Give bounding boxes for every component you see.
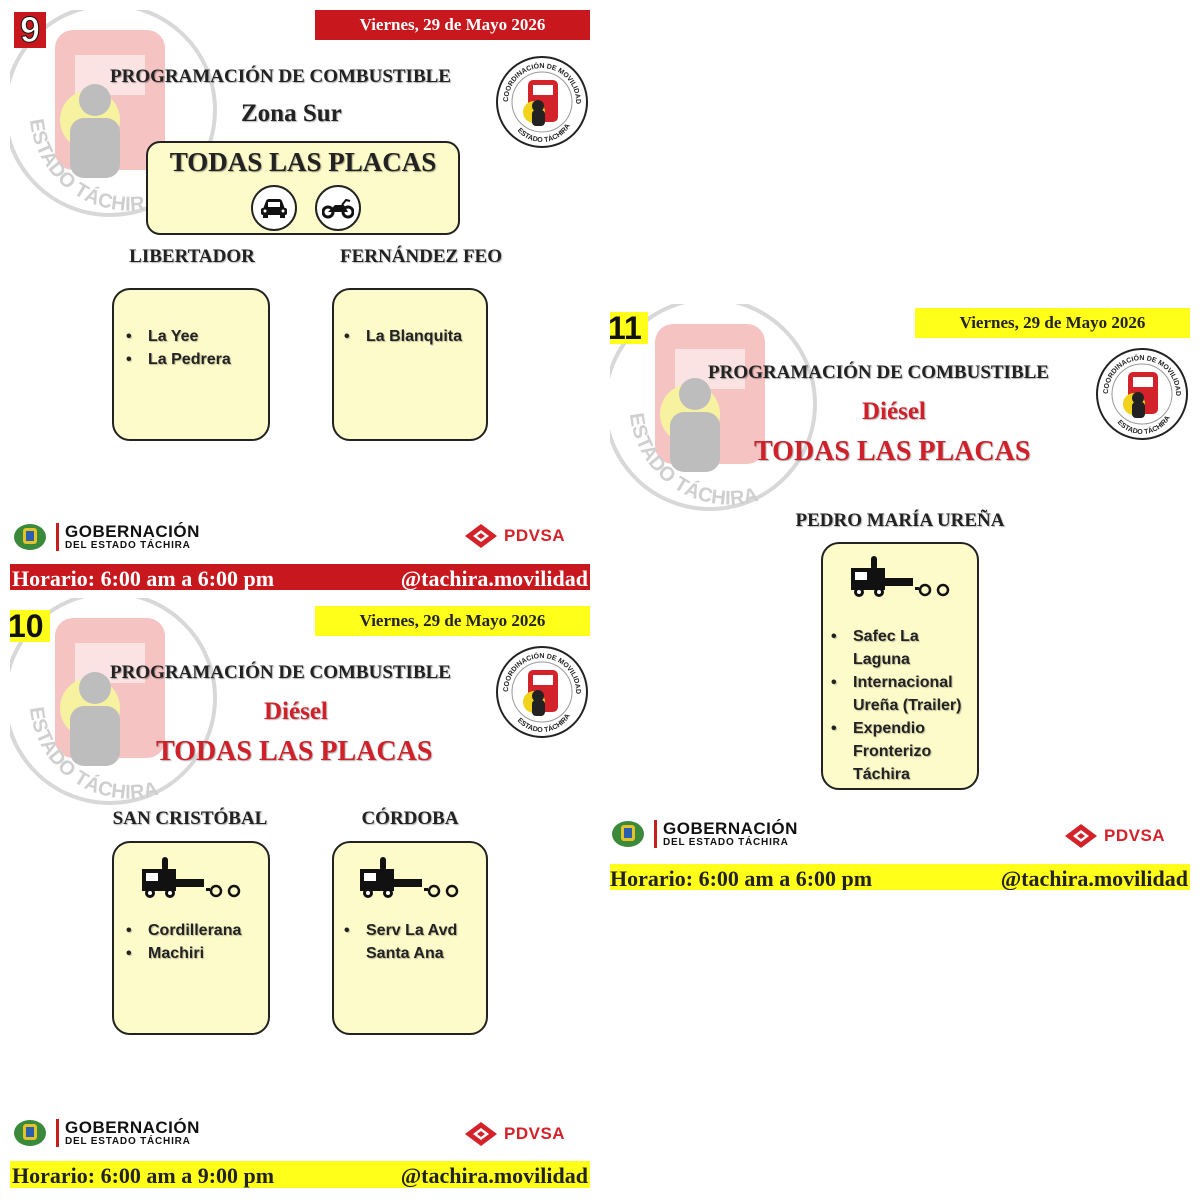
list-item: La Pedrera xyxy=(126,348,231,371)
slide-number: 9 xyxy=(14,11,47,48)
pdvsa-logo: PDVSA xyxy=(464,1121,565,1147)
page-title: PROGRAMACIÓN DE COMBUSTIBLE xyxy=(110,662,451,683)
page-title: PROGRAMACIÓN DE COMBUSTIBLE xyxy=(708,362,1049,383)
coat-of-arms-icon xyxy=(14,1120,46,1146)
slide-10: ESTADO TÁCHIRA 10 Viernes, 29 de Mayo 20… xyxy=(10,598,590,1188)
watermark-logo: ESTADO TÁCHIRA xyxy=(610,304,817,511)
pdvsa-icon xyxy=(465,524,497,548)
list-item: Safec La Laguna xyxy=(831,625,971,671)
pdvsa-icon xyxy=(465,1122,497,1146)
list-item: Internacional Ureña (Trailer) xyxy=(831,671,971,717)
truck-icon xyxy=(851,556,950,597)
gov-main-text: GOBERNACIÓN xyxy=(65,1118,200,1137)
gov-main-text: GOBERNACIÓN xyxy=(663,819,798,838)
slide-number: 11 xyxy=(610,312,648,344)
gov-sub-text: DEL ESTADO TÁCHIRA xyxy=(663,837,789,848)
list-item: La Blanquita xyxy=(344,325,462,348)
pdvsa-icon xyxy=(1065,824,1097,848)
handle-text: @tachira.movilidad xyxy=(400,566,588,590)
pdvsa-text: PDVSA xyxy=(504,1124,566,1143)
schedule-text: Horario: 6:00 am a 9:00 pm xyxy=(12,1163,275,1188)
schedule-text: Horario: 6:00 am a 6:00 pm xyxy=(12,566,275,590)
station-box: Safec La Laguna Internacional Ureña (Tra… xyxy=(821,542,979,790)
gobernacion-logo: GOBERNACIÓN DEL ESTADO TÁCHIRA xyxy=(12,1118,200,1148)
date-text: Viernes, 29 de Mayo 2026 xyxy=(359,15,546,34)
seal-logo: COORDINACIÓN DE MOVILIDAD ESTADO TÁCHIRA xyxy=(496,646,588,738)
slide-9: ESTADO TÁCHIRA 9 Viernes, 29 de Mayo 202… xyxy=(10,10,590,590)
seal-logo: COORDINACIÓN DE MOVILIDAD ESTADO TÁCHIRA xyxy=(1096,348,1188,440)
municipality-title: SAN CRISTÓBAL xyxy=(112,808,268,829)
gov-sub-text: DEL ESTADO TÁCHIRA xyxy=(65,540,191,551)
page-title: PROGRAMACIÓN DE COMBUSTIBLE xyxy=(110,66,451,87)
gobernacion-logo: GOBERNACIÓN DEL ESTADO TÁCHIRA xyxy=(610,819,798,849)
handle-text: @tachira.movilidad xyxy=(400,1163,588,1188)
pdvsa-text: PDVSA xyxy=(504,526,566,545)
watermark-logo: ESTADO TÁCHIRA xyxy=(10,10,217,217)
station-list: La Yee La Pedrera xyxy=(126,325,231,371)
truck-icon xyxy=(142,857,241,898)
station-box: La Blanquita xyxy=(332,288,488,441)
list-item: Machiri xyxy=(126,942,241,965)
slide-11: ESTADO TÁCHIRA 11 Viernes, 29 de Mayo 20… xyxy=(610,304,1190,890)
list-item: Cordillerana xyxy=(126,919,241,942)
station-box: Cordillerana Machiri xyxy=(112,841,270,1035)
zone-title: Zona Sur xyxy=(241,100,342,127)
schedule-bar: Horario: 6:00 am a 9:00 pm @tachira.movi… xyxy=(10,1161,590,1188)
car-icon xyxy=(251,185,297,231)
station-box: Serv La Avd Santa Ana xyxy=(332,841,488,1035)
pdvsa-text: PDVSA xyxy=(1104,826,1166,845)
plates-box: TODAS LAS PLACAS xyxy=(146,141,460,235)
station-list: Serv La Avd Santa Ana xyxy=(344,919,474,965)
plates-title: TODAS LAS PLACAS xyxy=(156,736,433,767)
motorcycle-icon xyxy=(315,185,361,231)
pdvsa-logo: PDVSA xyxy=(1064,823,1165,849)
slide-number: 10 xyxy=(10,610,50,642)
municipality-title: FERNÁNDEZ FEO xyxy=(339,246,503,267)
date-bar: Viernes, 29 de Mayo 2026 xyxy=(315,10,590,40)
list-item: Serv La Avd Santa Ana xyxy=(344,919,474,965)
station-list: La Blanquita xyxy=(344,325,462,348)
station-list: Safec La Laguna Internacional Ureña (Tra… xyxy=(831,625,971,786)
date-bar: Viernes, 29 de Mayo 2026 xyxy=(915,308,1190,338)
handle-text: @tachira.movilidad xyxy=(1000,866,1188,890)
station-box: La Yee La Pedrera xyxy=(112,288,270,441)
coat-of-arms-icon xyxy=(612,821,644,847)
schedule-bar: Horario: 6:00 am a 6:00 pm @tachira.movi… xyxy=(610,864,1190,890)
plates-title: TODAS LAS PLACAS xyxy=(754,436,1031,467)
date-bar: Viernes, 29 de Mayo 2026 xyxy=(315,606,590,636)
fuel-type-title: Diésel xyxy=(264,698,328,725)
fuel-type-title: Diésel xyxy=(862,398,926,425)
watermark-logo: ESTADO TÁCHIRA xyxy=(10,598,217,805)
date-text: Viernes, 29 de Mayo 2026 xyxy=(959,313,1146,332)
pdvsa-logo: PDVSA xyxy=(464,523,565,549)
municipality-title: PEDRO MARÍA UREÑA xyxy=(795,510,1005,531)
gobernacion-logo: GOBERNACIÓN DEL ESTADO TÁCHIRA xyxy=(12,522,200,552)
schedule-bar: Horario: 6:00 am a 6:00 pm @tachira.movi… xyxy=(10,564,590,590)
municipality-title: CÓRDOBA xyxy=(361,808,459,829)
truck-icon xyxy=(360,857,459,898)
gov-main-text: GOBERNACIÓN xyxy=(65,522,200,541)
seal-logo: COORDINACIÓN DE MOVILIDAD ESTADO TÁCHIRA xyxy=(496,56,588,148)
plates-text: TODAS LAS PLACAS xyxy=(169,147,437,177)
list-item: Expendio Fronterizo Táchira xyxy=(831,717,971,786)
municipality-title: LIBERTADOR xyxy=(129,246,255,267)
list-item: La Yee xyxy=(126,325,231,348)
schedule-text: Horario: 6:00 am a 6:00 pm xyxy=(610,866,873,890)
coat-of-arms-icon xyxy=(14,524,46,550)
date-text: Viernes, 29 de Mayo 2026 xyxy=(359,611,546,630)
station-list: Cordillerana Machiri xyxy=(126,919,241,965)
gov-sub-text: DEL ESTADO TÁCHIRA xyxy=(65,1136,191,1147)
